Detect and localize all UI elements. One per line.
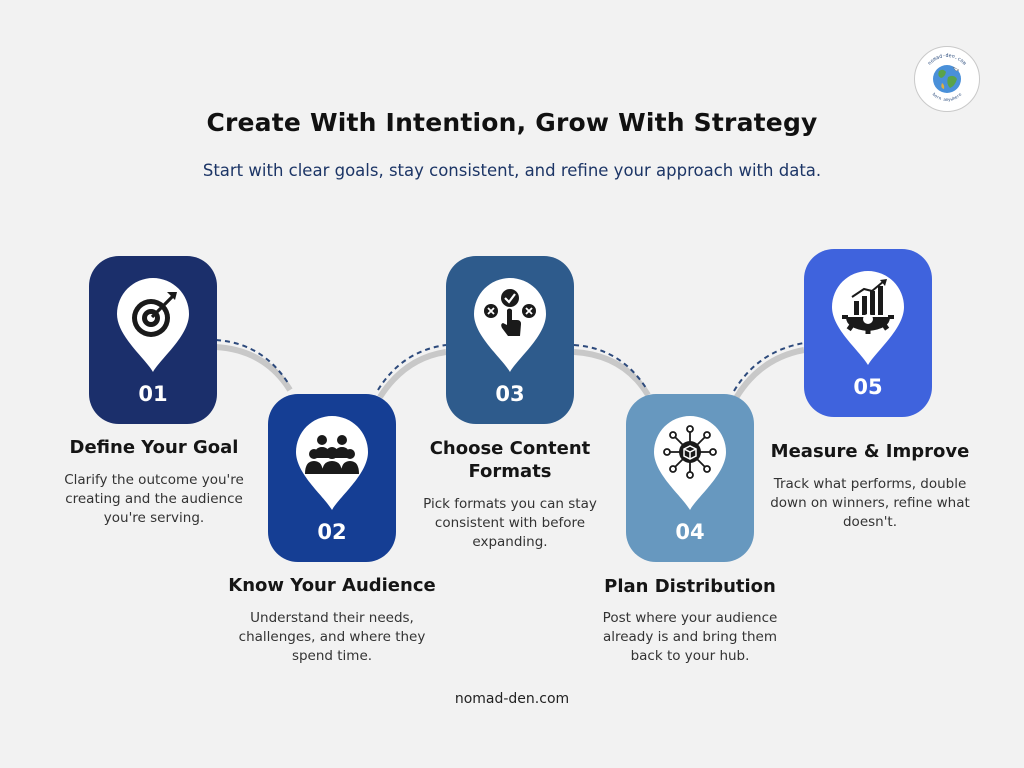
target-icon <box>117 278 189 372</box>
page-title: Create With Intention, Grow With Strateg… <box>206 108 818 137</box>
step-number-4: 04 <box>675 520 705 544</box>
step-title-2: Know Your Audience <box>228 575 436 596</box>
connector-1-2 <box>215 339 289 384</box>
connector-4-5-shadow <box>733 347 805 400</box>
website-link[interactable]: nomad-den.com <box>454 691 570 707</box>
step-title-3: Choose Content Formats <box>429 438 591 482</box>
step-number-2: 02 <box>317 520 347 544</box>
step-card-1: 01 <box>89 256 217 424</box>
step-title-4: Plan Distribution <box>604 576 776 597</box>
connector-2-3 <box>377 344 447 391</box>
step-title-5: Measure & Improve <box>770 441 970 462</box>
network-icon <box>654 416 726 510</box>
brand-logo: nomad-den.com born anywhere <box>914 46 980 112</box>
step-card-5: 05 <box>804 249 932 417</box>
globe-icon: nomad-den.com born anywhere <box>927 53 967 102</box>
step-desc-4: Post where your audience already is and … <box>602 610 778 664</box>
step-desc-2: Understand their needs, challenges, and … <box>238 610 426 664</box>
connector-3-4 <box>573 344 647 389</box>
step-desc-5: Track what performs, double down on winn… <box>770 476 970 530</box>
choice-icon <box>474 278 546 372</box>
connector-2-3-shadow <box>377 349 447 399</box>
step-card-2: 02 <box>268 394 396 562</box>
step-desc-3: Pick formats you can stay consistent wit… <box>423 496 597 550</box>
audience-icon <box>296 416 368 510</box>
connector-3-4-shadow <box>573 349 651 397</box>
step-number-3: 03 <box>495 382 525 406</box>
step-title-1: Define Your Goal <box>69 437 239 458</box>
step-card-4: 04 <box>626 394 754 562</box>
connector-1-2-shadow <box>215 344 293 392</box>
step-number-1: 01 <box>138 382 168 406</box>
growth-icon <box>832 271 904 365</box>
logo-tagline: born anywhere <box>932 91 963 102</box>
page-subtitle: Start with clear goals, stay consistent,… <box>202 161 822 180</box>
step-card-3: 03 <box>446 256 574 424</box>
step-desc-1: Clarify the outcome you're creating and … <box>64 472 244 526</box>
step-number-5: 05 <box>853 375 883 399</box>
